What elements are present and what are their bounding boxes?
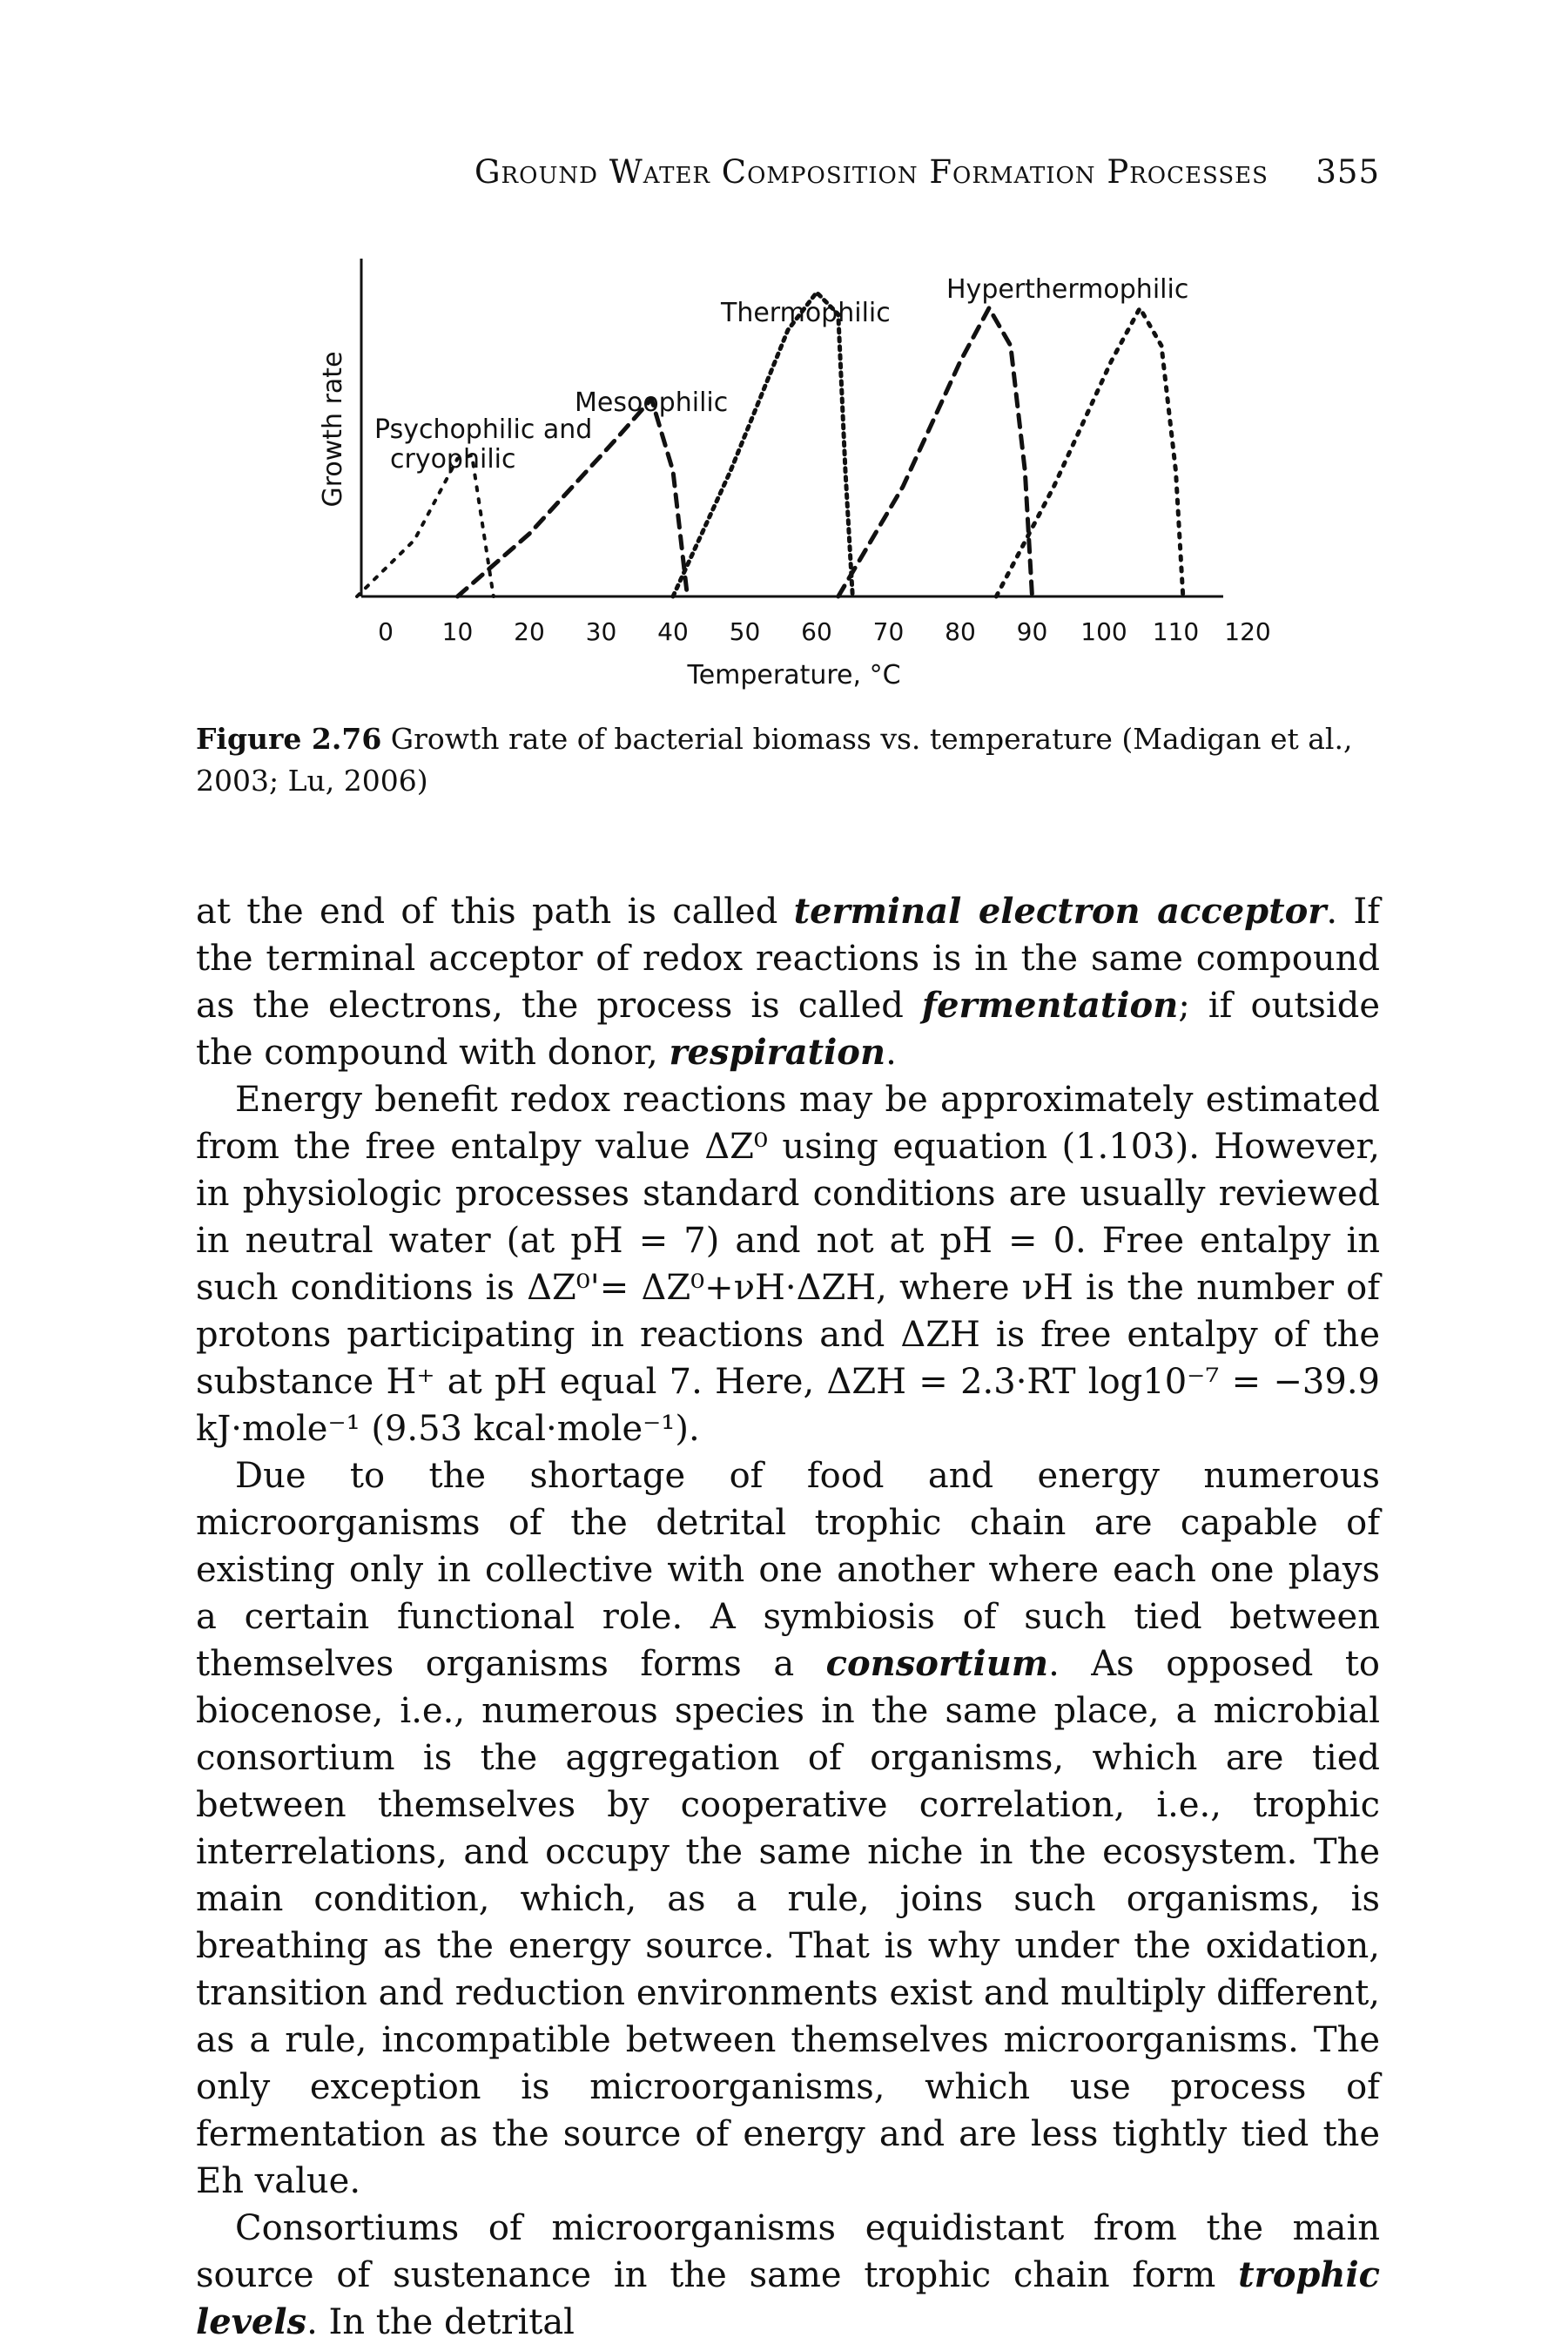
x-tick-label: 120 — [1224, 617, 1270, 646]
x-tick-label: 110 — [1153, 617, 1199, 646]
body-text: at the end of this path is called termin… — [196, 888, 1380, 2346]
growth-curve-3 — [670, 290, 855, 599]
label-psychophilic: Psychophilic and — [374, 414, 592, 445]
growth-curve-1 — [355, 454, 495, 598]
x-tick-label: 90 — [1017, 617, 1048, 646]
x-tick-label: 80 — [945, 617, 976, 646]
x-tick-label: 100 — [1080, 617, 1127, 646]
text-run: . — [885, 1033, 897, 1073]
x-tick-label: 40 — [657, 617, 689, 646]
text-run: . If the terminal acceptor of redox reac… — [196, 892, 1381, 1026]
figure-caption: Figure 2.76 Growth rate of bacterial bio… — [196, 718, 1380, 802]
key-term: fermentation — [921, 985, 1179, 1026]
text-run: at the end of this path is called — [196, 892, 794, 932]
label-mesoophilic: Mesoophilic — [575, 387, 728, 418]
x-tick-label: 10 — [442, 617, 474, 646]
y-axis-label: Growth rate — [318, 351, 348, 507]
figure-caption-label: Figure 2.76 — [196, 722, 382, 756]
x-tick-label: 30 — [586, 617, 617, 646]
paragraph: Energy benefit redox reactions may be ap… — [196, 1076, 1380, 1452]
label-thermophilic: Thermophilic — [720, 298, 891, 328]
paragraph: Due to the shortage of food and energy n… — [196, 1452, 1380, 2205]
text-run: Energy benefit redox reactions may be ap… — [196, 1080, 1380, 1449]
growth-rate-chart: Growth rate Temperature, °C 0 10 20 30 40 50 6… — [318, 259, 1271, 690]
key-term: trophic levels — [196, 2254, 1380, 2342]
key-term: consortium — [825, 1643, 1049, 1684]
paragraph: at the end of this path is called termin… — [196, 888, 1380, 1076]
running-title: Ground Water Composition Formation Proce… — [474, 153, 1269, 191]
growth-curve-5 — [993, 306, 1186, 599]
x-tick-label: 0 — [378, 617, 394, 646]
x-tick-labels: 0 10 20 30 40 50 60 70 80 90 100 110 120 — [378, 617, 1271, 646]
text-run: ; if outside the compound with donor, — [196, 986, 1380, 1073]
key-term: terminal electron acceptor — [793, 891, 1327, 932]
x-tick-label: 20 — [514, 617, 545, 646]
growth-curves — [355, 290, 1186, 599]
figure-growth-rate: Growth rate Temperature, °C 0 10 20 30 40 50 6… — [287, 248, 1315, 701]
page-number: 355 — [1316, 153, 1380, 191]
figure-caption-text: Growth rate of bacterial biomass vs. tem… — [196, 722, 1353, 798]
text-run: Due to the shortage of food and energy n… — [196, 1456, 1380, 1684]
x-tick-label: 60 — [801, 617, 832, 646]
x-tick-label: 50 — [730, 617, 761, 646]
label-hyperthermophilic: Hyperthermophilic — [946, 274, 1188, 305]
running-header: Ground Water Composition Formation Proce… — [474, 153, 1380, 191]
growth-curve-2 — [455, 396, 690, 599]
text-run: . In the detrital — [306, 2302, 575, 2342]
text-run: . As opposed to biocenose, i.e., numerou… — [196, 1644, 1381, 2201]
key-term: respiration — [669, 1032, 886, 1073]
plot-axes — [360, 259, 1223, 598]
paragraph: Consortiums of microorganisms equidistan… — [196, 2205, 1380, 2346]
label-cryophilic: cryophilic — [390, 444, 516, 475]
x-axis-label: Temperature, °C — [686, 660, 900, 690]
growth-curve-4 — [836, 306, 1034, 599]
x-tick-label: 70 — [873, 617, 905, 646]
text-run: Consortiums of microorganisms equidistan… — [196, 2208, 1380, 2295]
